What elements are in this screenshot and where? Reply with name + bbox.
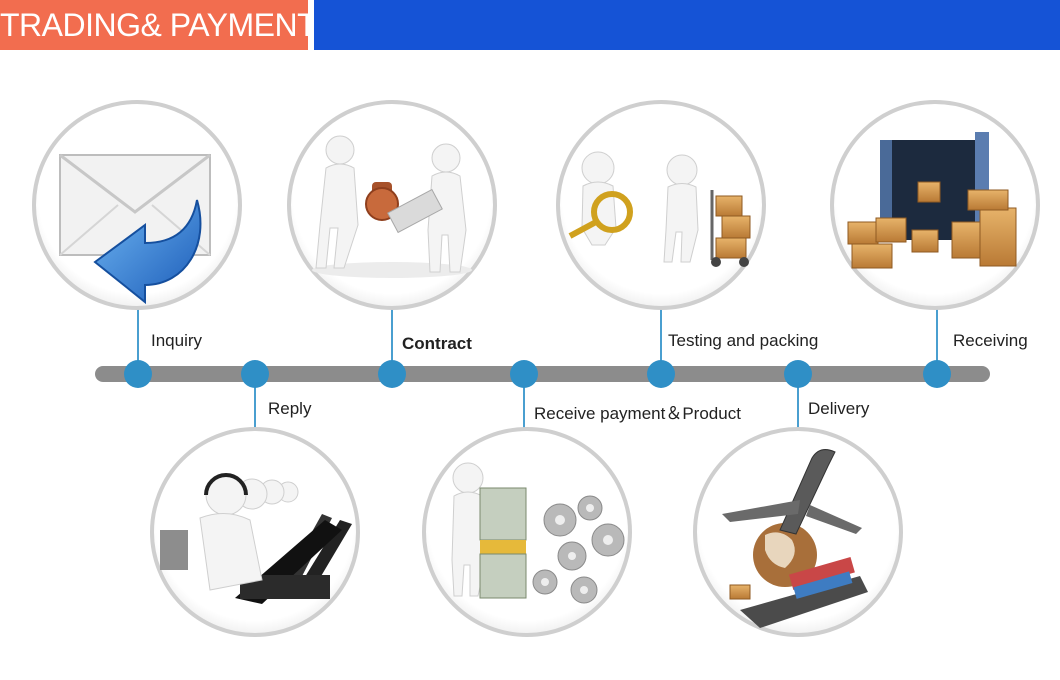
step-label-delivery: Delivery xyxy=(808,399,870,418)
timeline-node-delivery xyxy=(784,360,812,388)
timeline-node-inquiry xyxy=(124,360,152,388)
inspection-boxes-icon xyxy=(556,100,766,310)
money-gears-icon xyxy=(422,427,632,637)
timeline-node-contract xyxy=(378,360,406,388)
envelope-reply-icon xyxy=(32,100,242,310)
timeline-line xyxy=(95,366,990,382)
timeline-node-receiving xyxy=(923,360,951,388)
timeline-node-payment xyxy=(510,360,538,388)
timeline-node-testing xyxy=(647,360,675,388)
plane-ship-globe-icon xyxy=(693,427,903,637)
page-title: TRADING& PAYMENT xyxy=(0,0,317,50)
step-label-contract: Contract xyxy=(402,334,472,353)
container-cargo-icon xyxy=(830,100,1040,310)
step-label-inquiry: Inquiry xyxy=(151,331,203,350)
header-bar xyxy=(314,0,1060,50)
call-center-icon xyxy=(150,427,360,637)
contract-stamp-icon xyxy=(287,100,497,310)
step-label-reply: Reply xyxy=(268,399,312,418)
step-label-receiving: Receiving xyxy=(953,331,1028,350)
step-label-payment: Receive payment＆Product xyxy=(534,404,741,423)
step-label-testing: Testing and packing xyxy=(668,331,819,350)
timeline-node-reply xyxy=(241,360,269,388)
